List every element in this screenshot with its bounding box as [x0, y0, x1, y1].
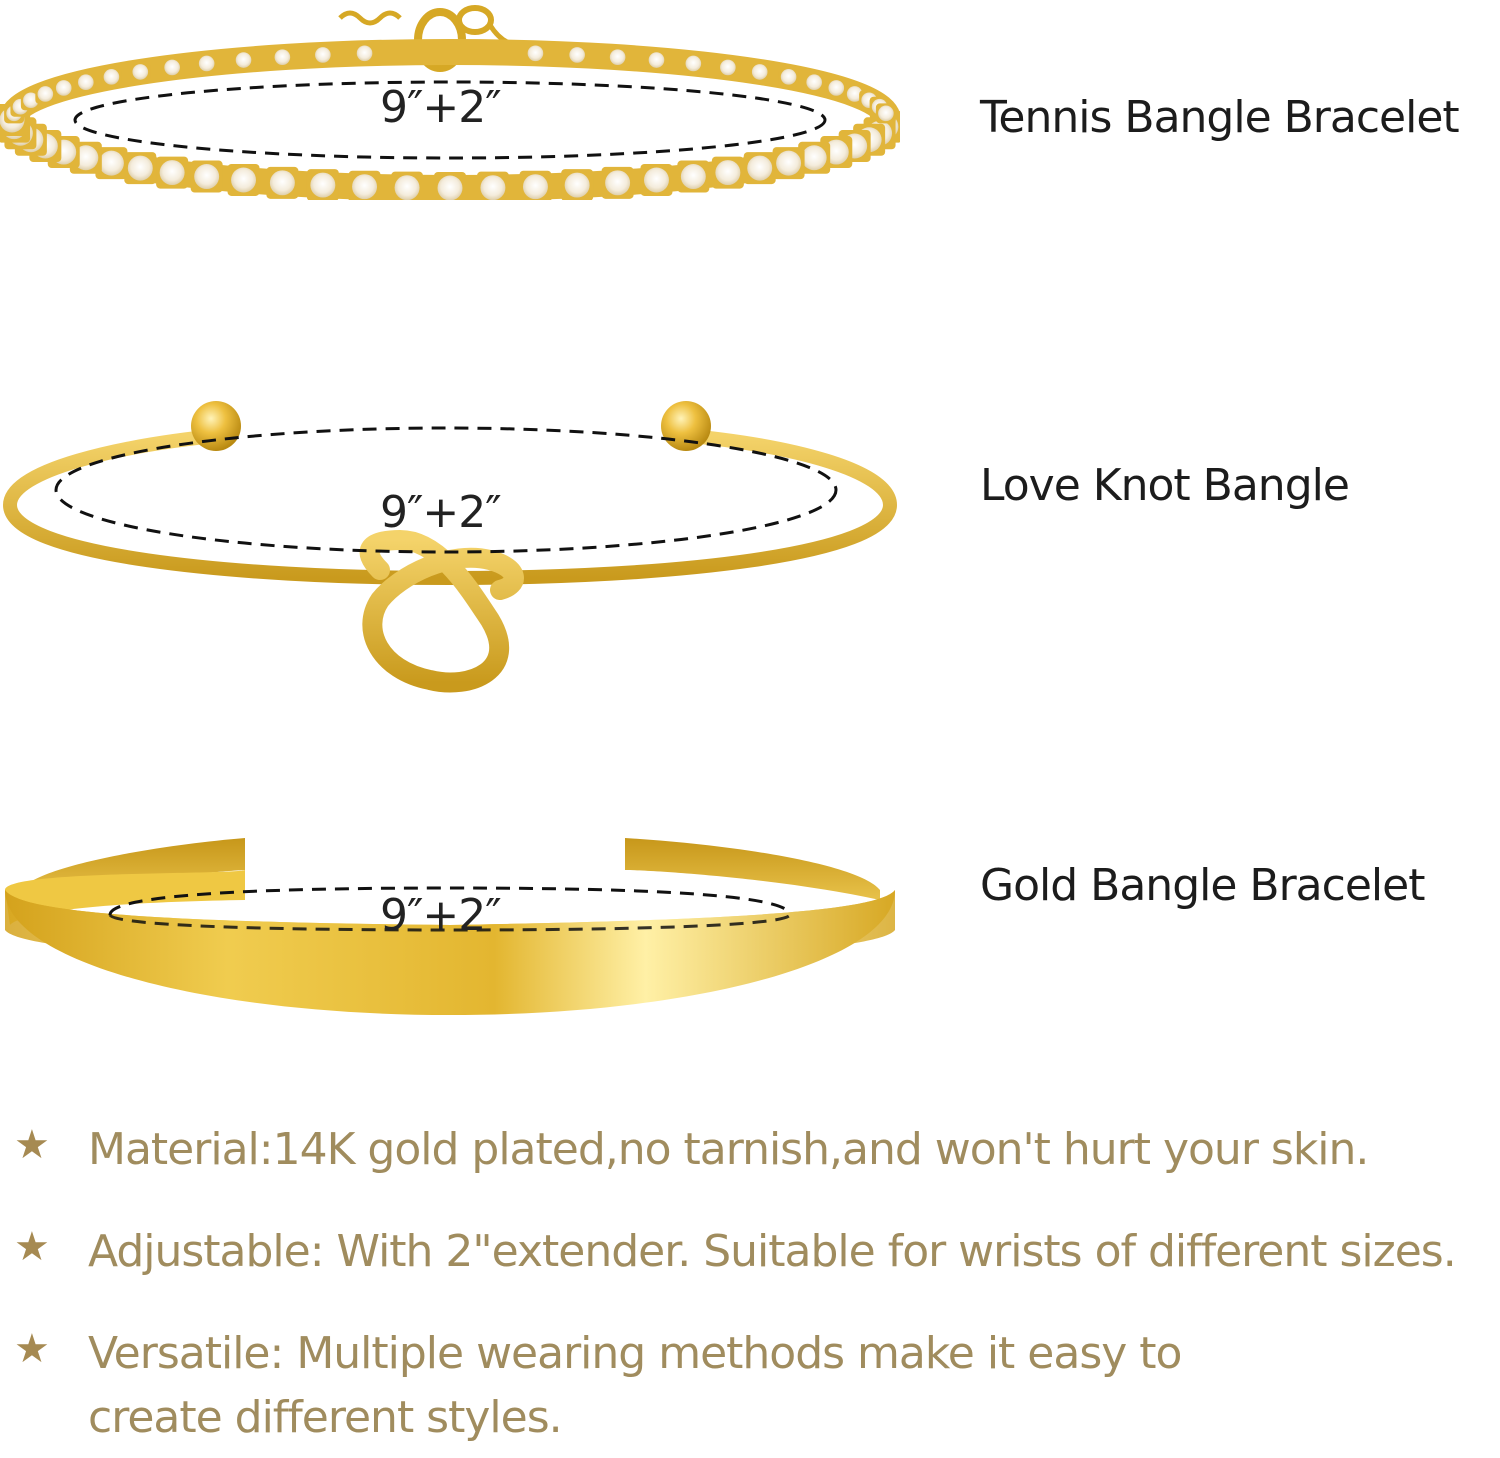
stone	[98, 150, 124, 176]
stone	[751, 64, 768, 80]
star-icon: ★	[14, 1224, 50, 1270]
stone	[747, 155, 773, 181]
product-love-knot-bangle: 9″+2″ Love Knot Bangle	[0, 380, 1500, 700]
stone	[437, 175, 463, 200]
stone	[828, 80, 845, 96]
product-name-love-knot: Love Knot Bangle	[980, 460, 1350, 511]
stone	[159, 160, 185, 186]
feature-text: Material:14K gold plated,no tarnish,and …	[88, 1124, 1369, 1175]
stone	[235, 52, 252, 68]
stone	[352, 174, 378, 200]
product-tennis-bangle: 9″+2″ Tennis Bangle Bracelet	[0, 0, 1500, 200]
stone	[776, 150, 802, 176]
size-label: 9″+2″	[380, 890, 502, 941]
size-label: 9″+2″	[380, 487, 502, 538]
stone	[231, 167, 257, 193]
stone	[527, 45, 544, 62]
feature-text: Adjustable: With 2"extender. Suitable fo…	[88, 1226, 1457, 1277]
size-label: 9″+2″	[380, 82, 502, 133]
stone	[315, 47, 331, 63]
stone	[846, 86, 863, 102]
stone	[269, 170, 295, 196]
feature-text-line2: create different styles.	[88, 1392, 563, 1443]
stone	[680, 164, 706, 190]
stone	[720, 59, 736, 76]
love-knot-bangle-image	[2, 401, 898, 693]
stone	[394, 175, 420, 200]
stone	[605, 170, 631, 196]
stone	[103, 69, 120, 85]
stone	[643, 167, 669, 193]
stone	[127, 155, 153, 181]
stone	[356, 45, 373, 62]
stone	[522, 174, 548, 200]
product-gold-bangle: 9″+2″ Gold Bangle Bracelet	[0, 830, 1500, 1030]
stone	[55, 80, 72, 96]
stone	[310, 172, 336, 198]
stone	[780, 69, 797, 85]
product-name-tennis: Tennis Bangle Bracelet	[980, 92, 1460, 143]
star-icon: ★	[14, 1326, 50, 1372]
stone	[685, 55, 702, 72]
stone	[194, 164, 220, 190]
stone	[878, 105, 894, 122]
stone	[274, 49, 291, 65]
stone	[806, 74, 822, 91]
stone	[23, 92, 39, 109]
stone	[164, 59, 180, 76]
stone	[132, 64, 149, 80]
cuff-bangle-image	[5, 838, 895, 1015]
stone	[801, 145, 827, 171]
stone	[569, 47, 585, 63]
product-name-gold-bangle: Gold Bangle Bracelet	[980, 860, 1425, 911]
stone	[37, 86, 54, 102]
stone	[648, 52, 665, 68]
stone	[198, 55, 215, 72]
tennis-bracelet-image	[0, 5, 900, 200]
feature-text: Versatile: Multiple wearing methods make…	[88, 1328, 1182, 1379]
stone	[480, 175, 506, 200]
stone	[715, 160, 741, 186]
stone	[609, 49, 626, 65]
stone	[78, 74, 94, 91]
stone	[564, 172, 590, 198]
star-icon: ★	[14, 1122, 50, 1168]
